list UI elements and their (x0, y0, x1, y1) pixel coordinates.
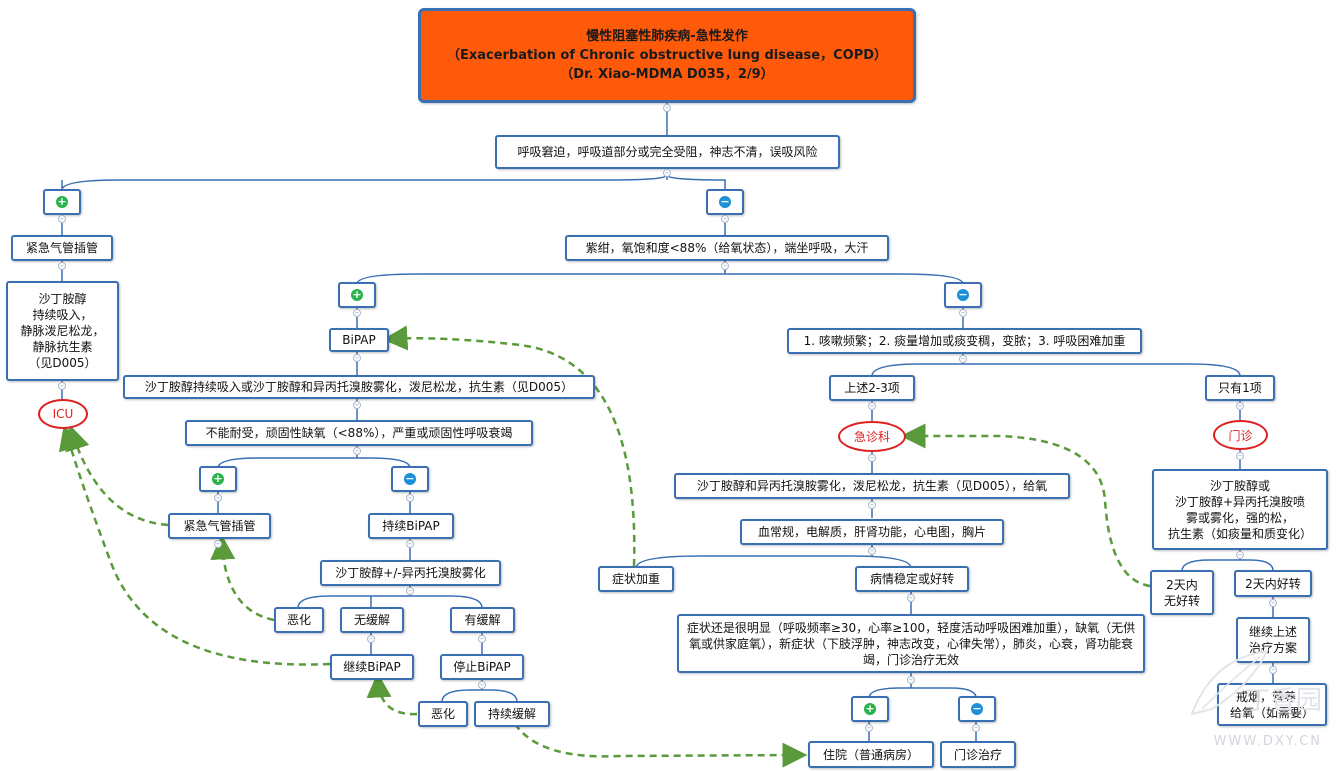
node-clinic-treatment[interactable]: 沙丁胺醇或 沙丁胺醇+异丙托溴胺喷 雾或雾化，强的松， 抗生素（如痰量和质变化） (1152, 469, 1328, 550)
node-outpatient[interactable]: 门诊治疗 (940, 741, 1016, 768)
watermark-logo: 丁香园 WWW.DXY.CN (1172, 639, 1322, 749)
collapse-toggle[interactable]: – (353, 308, 361, 317)
collapse-toggle[interactable]: – (865, 723, 873, 732)
collapse-toggle[interactable]: – (214, 539, 222, 548)
collapse-toggle[interactable]: – (868, 401, 876, 410)
collapse-toggle[interactable]: – (58, 261, 66, 270)
collapse-toggle[interactable]: – (1236, 451, 1244, 460)
collapse-toggle[interactable]: – (1236, 401, 1244, 410)
page-title: 慢性阻塞性肺疾病-急性发作 （Exacerbation of Chronic o… (418, 8, 916, 103)
oval-icu[interactable]: ICU (38, 399, 88, 429)
collapse-toggle[interactable]: – (353, 400, 361, 409)
node-respiratory-distress[interactable]: 呼吸窘迫，呼吸道部分或完全受阻，神志不清，误吸风险 (495, 135, 840, 169)
collapse-toggle[interactable]: – (353, 353, 361, 362)
node-admission[interactable]: 住院（普通病房） (808, 741, 934, 768)
minus-sign: − (944, 282, 982, 308)
plus-sign: + (851, 696, 889, 722)
collapse-toggle[interactable]: – (406, 539, 414, 548)
collapse-toggle[interactable]: – (721, 261, 729, 270)
node-items-2-3[interactable]: 上述2-3项 (829, 375, 915, 401)
node-symptoms[interactable]: 1. 咳嗽频繁；2. 痰量增加或痰变稠，变脓；3. 呼吸困难加重 (787, 328, 1142, 354)
title-line2: （Exacerbation of Chronic obstructive lun… (446, 48, 888, 63)
plus-icon: + (864, 702, 876, 715)
collapse-toggle[interactable]: – (663, 103, 671, 112)
node-emergency-intubation-2[interactable]: 紧急气管插管 (168, 513, 271, 539)
minus-icon: − (719, 195, 731, 208)
collapse-toggle[interactable]: – (353, 446, 361, 455)
title-line1: 慢性阻塞性肺疾病-急性发作 (586, 29, 748, 44)
oval-emergency-dept[interactable]: 急诊科 (838, 421, 906, 452)
collapse-toggle[interactable]: – (868, 546, 876, 555)
minus-sign: − (958, 696, 996, 722)
node-improvement[interactable]: 2天内好转 (1234, 570, 1312, 597)
node-severity-criteria[interactable]: 症状还是很明显（呼吸频率≥30，心率≥100，轻度活动呼吸困难加重），缺氧（无供… (677, 614, 1145, 673)
plus-icon: + (56, 195, 68, 208)
node-item-1[interactable]: 只有1项 (1205, 375, 1275, 401)
node-intolerance[interactable]: 不能耐受，顽固性缺氧（<88%），严重或顽固性呼吸衰竭 (185, 420, 533, 446)
node-salbutamol-ipratropium[interactable]: 沙丁胺醇+/-异丙托溴胺雾化 (320, 560, 501, 586)
collapse-toggle[interactable]: – (959, 308, 967, 317)
collapse-toggle[interactable]: – (406, 493, 414, 502)
minus-sign: − (706, 189, 744, 215)
node-relief[interactable]: 有缓解 (450, 607, 515, 633)
plus-icon: + (212, 472, 224, 485)
node-worse-2[interactable]: 恶化 (418, 701, 468, 727)
collapse-toggle[interactable]: – (58, 214, 66, 223)
watermark-leaf-icon: 丁香园 (1190, 649, 1322, 716)
title-line3: （Dr. Xiao-MDMA D035，2/9） (560, 67, 774, 82)
collapse-toggle[interactable]: – (959, 354, 967, 363)
collapse-toggle[interactable]: – (58, 381, 66, 390)
minus-icon: − (957, 288, 969, 301)
plus-sign: + (43, 189, 81, 215)
collapse-toggle[interactable]: – (907, 675, 915, 684)
node-bipap[interactable]: BiPAP (329, 328, 389, 352)
oval-clinic[interactable]: 门诊 (1213, 420, 1268, 450)
node-cyanosis[interactable]: 紫绀，氧饱和度<88%（给氧状态），端坐呼吸，大汗 (565, 235, 889, 261)
node-continue-bipap[interactable]: 继续BiPAP (330, 654, 414, 680)
collapse-toggle[interactable]: – (868, 453, 876, 462)
node-worse-1[interactable]: 恶化 (274, 607, 324, 633)
node-bipap-treatment[interactable]: 沙丁胺醇持续吸入或沙丁胺醇和异丙托溴胺雾化，泼尼松龙，抗生素（见D005） (123, 375, 595, 399)
plus-sign: + (338, 282, 376, 308)
watermark-brand: 丁香园 (1244, 686, 1322, 716)
collapse-toggle[interactable]: – (1236, 550, 1244, 559)
minus-icon: − (971, 702, 983, 715)
node-continuous-bipap[interactable]: 持续BiPAP (368, 513, 454, 539)
collapse-toggle[interactable]: – (1269, 665, 1277, 674)
plus-icon: + (351, 288, 363, 301)
collapse-toggle[interactable]: – (478, 634, 486, 643)
node-emergency-intubation-1[interactable]: 紧急气管插管 (11, 235, 113, 261)
node-stable[interactable]: 病情稳定或好转 (855, 566, 969, 592)
collapse-toggle[interactable]: – (972, 723, 980, 732)
collapse-toggle[interactable]: – (1269, 598, 1277, 607)
collapse-toggle[interactable]: – (367, 634, 375, 643)
collapse-toggle[interactable]: – (406, 586, 414, 595)
collapse-toggle[interactable]: – (663, 168, 671, 177)
collapse-toggle[interactable]: – (214, 493, 222, 502)
collapse-toggle[interactable]: – (868, 500, 876, 509)
watermark-url: WWW.DXY.CN (1213, 734, 1322, 749)
collapse-toggle[interactable]: – (478, 680, 486, 689)
minus-icon: − (404, 472, 416, 485)
node-left-treatment[interactable]: 沙丁胺醇 持续吸入， 静脉泼尼松龙， 静脉抗生素 （见D005） (6, 281, 119, 381)
node-sustained-relief[interactable]: 持续缓解 (474, 701, 550, 727)
plus-sign: + (199, 466, 237, 492)
node-no-improvement[interactable]: 2天内 无好转 (1150, 570, 1214, 615)
collapse-toggle[interactable]: – (721, 214, 729, 223)
node-er-treatment[interactable]: 沙丁胺醇和异丙托溴胺雾化，泼尼松龙，抗生素（见D005），给氧 (674, 473, 1070, 499)
node-stop-bipap[interactable]: 停止BiPAP (440, 654, 524, 680)
collapse-toggle[interactable]: – (907, 593, 915, 602)
node-no-relief[interactable]: 无缓解 (340, 607, 404, 633)
node-worsening[interactable]: 症状加重 (598, 566, 674, 592)
node-lab-tests[interactable]: 血常规，电解质，肝肾功能，心电图，胸片 (740, 519, 1004, 545)
minus-sign: − (391, 466, 429, 492)
